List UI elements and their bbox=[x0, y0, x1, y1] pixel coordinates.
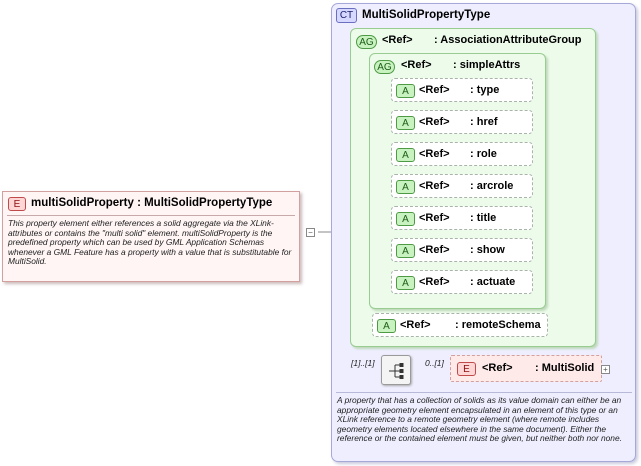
attribute-name: : actuate bbox=[470, 276, 516, 288]
attribute-name: : type bbox=[470, 84, 500, 96]
attribute-ref: <Ref> bbox=[419, 148, 450, 160]
attribute-badge: A bbox=[396, 276, 415, 290]
attribute-href[interactable]: A <Ref> : href bbox=[391, 110, 533, 134]
root-element-description: This property element either references … bbox=[8, 218, 292, 267]
attribute-remote-schema[interactable]: A <Ref> : remoteSchema bbox=[372, 313, 548, 337]
attribute-badge: A bbox=[396, 148, 415, 162]
simple-attrs-name: : simpleAttrs bbox=[453, 59, 521, 71]
root-element-box: E multiSolidProperty : MultiSolidPropert… bbox=[2, 191, 300, 282]
attribute-show[interactable]: A <Ref> : show bbox=[391, 238, 533, 262]
attribute-badge: A bbox=[377, 319, 396, 333]
attribute-ref: <Ref> bbox=[419, 116, 450, 128]
root-element-collapse-button[interactable]: − bbox=[306, 228, 315, 237]
attribute-ref: <Ref> bbox=[419, 180, 450, 192]
multi-solid-multiplicity: 0..[1] bbox=[425, 358, 444, 368]
attribute-badge: A bbox=[396, 212, 415, 226]
complex-type-name: MultiSolidPropertyType bbox=[362, 9, 491, 21]
simple-attrs-badge: AG bbox=[374, 60, 395, 74]
association-group-badge: AG bbox=[356, 35, 377, 49]
attribute-actuate[interactable]: A <Ref> : actuate bbox=[391, 270, 533, 294]
multi-solid-badge: E bbox=[457, 362, 476, 376]
complex-type-divider bbox=[336, 392, 632, 393]
root-element-divider bbox=[7, 215, 295, 216]
sequence-compositor[interactable] bbox=[381, 355, 411, 385]
multi-solid-expand-button[interactable]: + bbox=[601, 365, 610, 374]
root-element-title: multiSolidProperty : MultiSolidPropertyT… bbox=[31, 197, 272, 209]
attribute-ref: <Ref> bbox=[400, 319, 431, 331]
attribute-badge: A bbox=[396, 244, 415, 258]
multi-solid-name: : MultiSolid bbox=[535, 362, 595, 374]
attribute-name: : title bbox=[470, 212, 497, 224]
attribute-ref: <Ref> bbox=[419, 244, 450, 256]
attribute-name: : href bbox=[470, 116, 498, 128]
complex-type-badge: CT bbox=[336, 8, 357, 23]
sequence-icon bbox=[389, 363, 404, 379]
attribute-type[interactable]: A <Ref> : type bbox=[391, 78, 533, 102]
attribute-ref: <Ref> bbox=[419, 276, 450, 288]
sequence-multiplicity: [1]..[1] bbox=[351, 358, 375, 368]
association-group-ref: <Ref> bbox=[382, 34, 413, 46]
attribute-role[interactable]: A <Ref> : role bbox=[391, 142, 533, 166]
multi-solid-ref: <Ref> bbox=[482, 362, 513, 374]
root-element-name: multiSolidProperty bbox=[31, 197, 134, 209]
root-element-badge: E bbox=[8, 197, 26, 211]
attribute-title[interactable]: A <Ref> : title bbox=[391, 206, 533, 230]
multi-solid-element[interactable]: E <Ref> : MultiSolid bbox=[450, 355, 602, 382]
attribute-badge: A bbox=[396, 116, 415, 130]
attribute-name: : show bbox=[470, 244, 505, 256]
attribute-badge: A bbox=[396, 180, 415, 194]
attribute-arcrole[interactable]: A <Ref> : arcrole bbox=[391, 174, 533, 198]
attribute-badge: A bbox=[396, 84, 415, 98]
attribute-ref: <Ref> bbox=[419, 212, 450, 224]
association-group-name: : AssociationAttributeGroup bbox=[434, 34, 582, 46]
attribute-ref: <Ref> bbox=[419, 84, 450, 96]
simple-attrs-ref: <Ref> bbox=[401, 59, 432, 71]
attribute-name: : arcrole bbox=[470, 180, 514, 192]
root-element-type: : MultiSolidPropertyType bbox=[137, 197, 273, 209]
complex-type-description: A property that has a collection of soli… bbox=[337, 395, 622, 444]
attribute-name: : role bbox=[470, 148, 497, 160]
attribute-name: : remoteSchema bbox=[455, 319, 541, 331]
